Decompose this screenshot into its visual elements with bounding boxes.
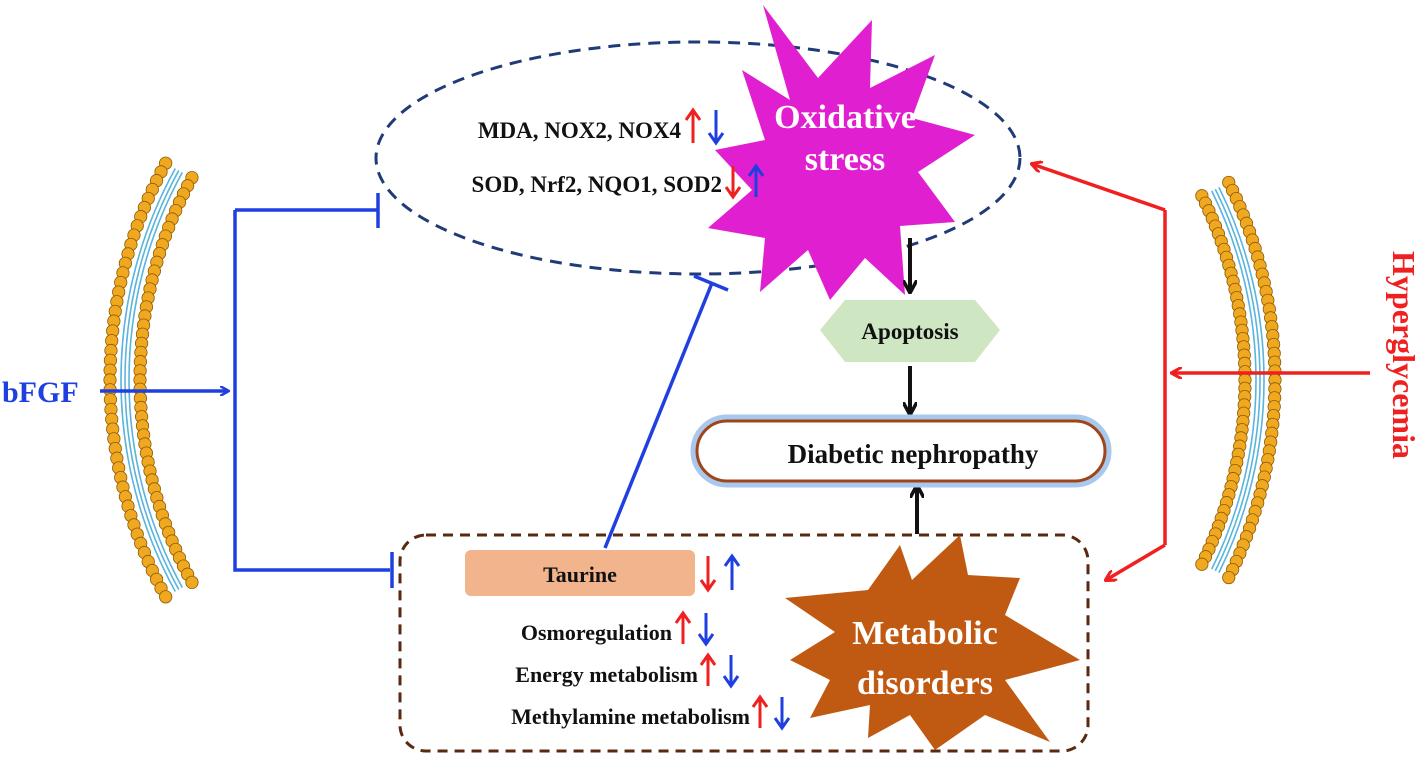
down-arrow-icon — [724, 166, 742, 200]
diabetic-nephropathy-node — [695, 419, 1107, 483]
up-arrow-icon — [723, 553, 741, 590]
metabolic-disorders-burst — [785, 535, 1080, 750]
hyperglycemia-pathway — [1032, 164, 1370, 580]
bfgf-pathway — [100, 193, 729, 588]
down-arrow-icon — [773, 697, 791, 731]
metabolic-disorders-title-line2: disorders — [857, 665, 993, 702]
metabolic-item-osmoregulation: Osmoregulation — [521, 620, 672, 645]
oxidative-stress-title-line2: stress — [805, 141, 886, 178]
membrane-line — [120, 168, 177, 592]
apoptosis-label: Apoptosis — [861, 319, 958, 344]
membrane-line — [1214, 188, 1261, 572]
apoptosis-node — [820, 300, 1000, 362]
membrane-line — [124, 170, 180, 590]
oxidative-markers-row1: MDA, NOX2, NOX4 — [478, 118, 682, 143]
metabolic-item-energy: Energy metabolism — [515, 662, 698, 687]
nephropathy-glow — [690, 414, 1112, 488]
down-arrow-icon — [699, 556, 717, 593]
down-arrow-icon — [707, 110, 725, 146]
oxidative-stress-burst — [708, 5, 975, 300]
diabetic-nephropathy-label: Diabetic nephropathy — [788, 439, 1039, 469]
oxidative-stress-title-line1: Oxidative — [774, 99, 916, 136]
up-arrow-icon — [674, 610, 692, 644]
up-arrow-icon — [684, 107, 702, 143]
down-arrow-icon — [697, 613, 715, 647]
up-arrow-icon — [747, 163, 765, 197]
down-arrow-icon — [722, 655, 740, 689]
metabolic-disorders-region — [398, 533, 1090, 753]
membrane-lipid-head — [159, 590, 173, 604]
taurine-node — [465, 550, 695, 596]
membrane-line — [1218, 186, 1265, 574]
metabolic-disorders-title-line1: Metabolic — [852, 615, 997, 652]
membrane-line — [1211, 190, 1257, 570]
membrane-lipid-head — [1195, 557, 1209, 571]
right-cell-membrane — [1195, 175, 1282, 585]
metabolic-item-methylamine: Methylamine metabolism — [511, 704, 750, 729]
hyperglycemia-label: Hyperglycemia — [1386, 251, 1417, 459]
oxidative-stress-region — [374, 40, 1022, 276]
taurine-label: Taurine — [543, 562, 617, 587]
bfgf-label: bFGF — [2, 376, 79, 409]
membrane-lipid-head — [1222, 570, 1236, 585]
oxidative-markers-row2: SOD, Nrf2, NQO1, SOD2 — [472, 172, 722, 197]
up-arrow-icon — [751, 694, 769, 728]
membrane-lipid-head — [185, 575, 199, 589]
up-arrow-icon — [699, 652, 717, 686]
membrane-line — [128, 171, 184, 589]
left-cell-membrane — [103, 156, 199, 604]
